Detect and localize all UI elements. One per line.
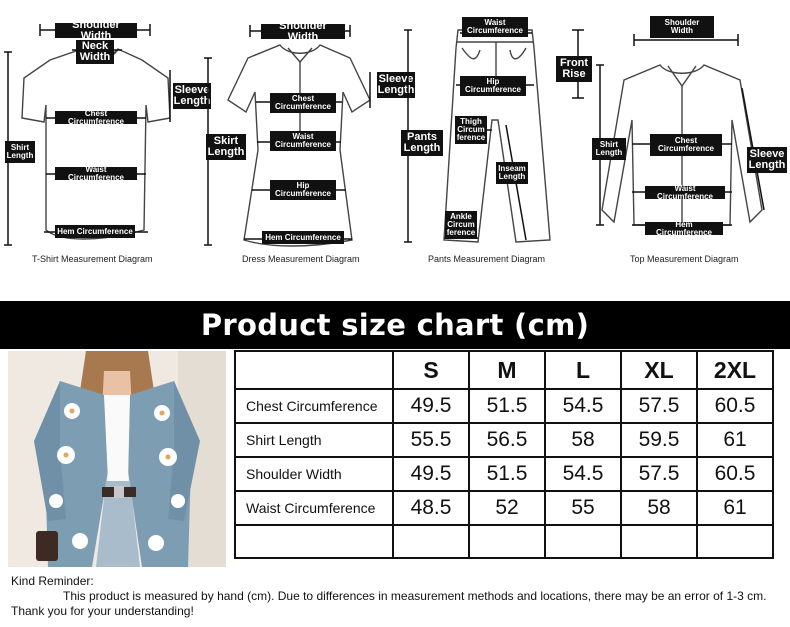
dress-caption: Dress Measurement Diagram [242,254,360,264]
empty-cell [696,524,774,559]
size-table: S M L XL 2XL Chest Circumference 49.5 51… [234,350,774,559]
empty-row [234,524,774,559]
table-cell: 58 [620,490,698,526]
dress-waist-circumference-tag: Waist Circumference [270,131,336,151]
empty-cell [392,524,470,559]
empty-cell [234,524,394,559]
top-shirt-length-tag: Shirt Length [592,138,626,160]
row-label: Chest Circumference [234,388,394,424]
table-cell: 60.5 [696,456,774,492]
row-label: Shoulder Width [234,456,394,492]
chest-circumference-tag: Chest Circumference [55,109,137,125]
top-shoulder-width-tag: Shoulder Width [650,16,714,38]
size-header-row: S M L XL 2XL [234,350,774,390]
dress-shoulder-width-tag: Shoulder Width [261,20,345,42]
table-cell: 61 [696,490,774,526]
shirt-length-tag: Shirt Length [5,141,35,163]
kind-reminder: Kind Reminder: This product is measured … [11,574,786,619]
sleeve-length-tag: Sleeve Length [173,83,211,109]
top-sleeve-length-tag: Sleeve Length [747,147,787,173]
table-row: Waist Circumference 48.5 52 55 58 61 [234,490,774,526]
size-header: 2XL [696,350,774,390]
table-cell: 55 [544,490,622,526]
pants-caption: Pants Measurement Diagram [428,254,546,264]
dress-hem-circumference-tag: Hem Circumference [262,231,344,244]
table-cell: 52 [468,490,546,526]
table-cell: 59.5 [620,422,698,458]
waist-circumference-tag: Waist Circumference [55,165,137,181]
empty-cell [620,524,698,559]
table-cell: 54.5 [544,388,622,424]
table-cell: 48.5 [392,490,470,526]
reminder-body: This product is measured by hand (cm). D… [11,589,767,618]
inseam-length-tag: Inseam Length [496,162,528,184]
table-cell: 56.5 [468,422,546,458]
tshirt-caption: T-Shirt Measurement Diagram [32,254,153,264]
table-cell: 49.5 [392,388,470,424]
dress-chest-circumference-tag: Chest Circumference [270,93,336,113]
cardigan-model-image [8,351,226,567]
reminder-heading: Kind Reminder: [11,574,94,588]
tshirt-diagram: Shoulder Width Neck Width Sleeve Length … [0,0,211,270]
table-cell: 57.5 [620,388,698,424]
top-waist-circumference-tag: Waist Circumference [645,184,725,200]
table-cell: 55.5 [392,422,470,458]
size-header: L [544,350,622,390]
neck-width-tag: Neck Width [76,40,114,64]
table-row: Shoulder Width 49.5 51.5 54.5 57.5 60.5 [234,456,774,492]
empty-cell [544,524,622,559]
dress-hip-circumference-tag: Hip Circumference [270,180,336,200]
size-header: S [392,350,470,390]
row-label: Shirt Length [234,422,394,458]
product-photo [8,351,226,567]
size-header: M [468,350,546,390]
top-hem-circumference-tag: Hem Circumference [645,220,723,236]
table-cell: 54.5 [544,456,622,492]
table-cell: 60.5 [696,388,774,424]
table-cell: 57.5 [620,456,698,492]
table-cell: 51.5 [468,388,546,424]
pants-diagram: Waist Circumference Front Rise Hip Circu… [400,0,592,270]
pants-waist-circumference-tag: Waist Circumference [462,17,528,37]
ankle-circumference-tag: Ankle Circum ference [445,211,477,239]
pants-hip-circumference-tag: Hip Circumference [460,76,526,96]
top-diagram: Shoulder Width Shirt Length Chest Circum… [590,0,790,270]
size-chart-title: Product size chart (cm) [0,301,790,349]
table-cell: 61 [696,422,774,458]
thigh-circumference-tag: Thigh Circum ference [455,116,487,144]
corner-cell [234,350,394,390]
table-cell: 51.5 [468,456,546,492]
row-label: Waist Circumference [234,490,394,526]
table-row: Shirt Length 55.5 56.5 58 59.5 61 [234,422,774,458]
table-cell: 49.5 [392,456,470,492]
dress-diagram: Shoulder Width Sleeve Length Chest Circu… [200,0,415,270]
size-header: XL [620,350,698,390]
skirt-length-tag: Skirt Length [206,134,246,160]
empty-cell [468,524,546,559]
pants-length-tag: Pants Length [401,130,443,156]
front-rise-tag: Front Rise [556,56,592,82]
top-chest-circumference-tag: Chest Circumference [650,134,722,156]
table-cell: 58 [544,422,622,458]
table-row: Chest Circumference 49.5 51.5 54.5 57.5 … [234,388,774,424]
shoulder-width-tag: Shoulder Width [55,19,137,41]
top-caption: Top Measurement Diagram [630,254,739,264]
hem-circumference-tag: Hem Circumference [55,225,135,238]
